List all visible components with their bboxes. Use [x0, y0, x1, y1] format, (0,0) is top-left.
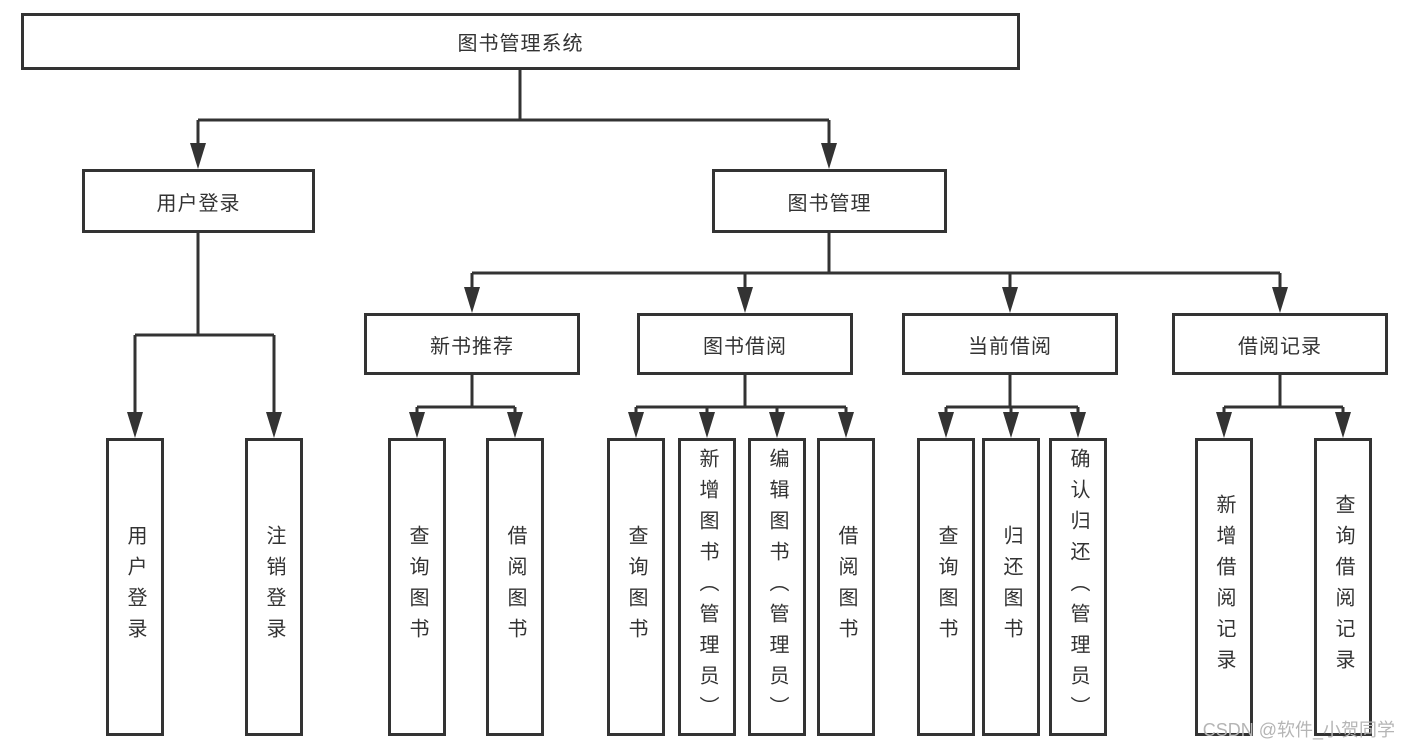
- leaf-label: 新增借阅记录: [1213, 494, 1235, 680]
- arrowhead-icon: [190, 143, 206, 169]
- node-book-borrow: 图书借阅: [637, 313, 853, 375]
- leaf-query-book-current: 查询图书: [917, 438, 975, 736]
- arrowheads: [127, 143, 1351, 438]
- leaf-borrow-book-recommend: 借阅图书: [486, 438, 544, 736]
- leaf-label: 查询图书: [406, 525, 428, 649]
- connector-new-book-children: [415, 375, 517, 416]
- leaf-label: 确认归还（管理员）: [1067, 447, 1089, 727]
- leaf-borrow-book: 借阅图书: [817, 438, 875, 736]
- leaf-label: 借阅图书: [835, 525, 857, 649]
- node-book-management: 图书管理: [712, 169, 947, 233]
- leaf-add-book-admin: 新增图书（管理员）: [678, 438, 736, 736]
- connector-book-mgmt-children: [470, 233, 1282, 290]
- leaf-add-borrow-record: 新增借阅记录: [1195, 438, 1253, 736]
- csdn-watermark: CSDN @软件_小贺同学: [1202, 720, 1395, 740]
- connector-borrow-children: [634, 375, 848, 416]
- leaf-label: 新增图书（管理员）: [696, 447, 718, 727]
- node-user-login: 用户登录: [82, 169, 315, 233]
- arrowhead-icon: [1216, 412, 1232, 438]
- leaf-user-login: 用户登录: [106, 438, 164, 736]
- leaf-query-book-borrow: 查询图书: [607, 438, 665, 736]
- leaf-logout: 注销登录: [245, 438, 303, 736]
- arrowhead-icon: [507, 412, 523, 438]
- leaf-label: 查询借阅记录: [1332, 494, 1354, 680]
- leaf-confirm-return-admin: 确认归还（管理员）: [1049, 438, 1107, 736]
- arrowhead-icon: [127, 412, 143, 438]
- arrowhead-icon: [628, 412, 644, 438]
- leaf-label: 查询图书: [625, 525, 647, 649]
- arrowhead-icon: [266, 412, 282, 438]
- connector-record-children: [1222, 375, 1345, 416]
- arrowhead-icon: [737, 287, 753, 313]
- node-system-root: 图书管理系统: [21, 13, 1020, 70]
- arrowhead-icon: [1335, 412, 1351, 438]
- arrowhead-icon: [464, 287, 480, 313]
- arrowhead-icon: [938, 412, 954, 438]
- leaf-label: 用户登录: [124, 525, 146, 649]
- leaf-label: 查询图书: [935, 525, 957, 649]
- arrowhead-icon: [769, 412, 785, 438]
- node-borrow-record: 借阅记录: [1172, 313, 1388, 375]
- arrowhead-icon: [409, 412, 425, 438]
- leaf-label: 归还图书: [1000, 525, 1022, 649]
- arrowhead-icon: [1002, 287, 1018, 313]
- leaf-query-borrow-record: 查询借阅记录: [1314, 438, 1372, 736]
- arrowhead-icon: [699, 412, 715, 438]
- node-new-book-recommend: 新书推荐: [364, 313, 580, 375]
- leaf-query-book-recommend: 查询图书: [388, 438, 446, 736]
- arrowhead-icon: [1070, 412, 1086, 438]
- leaf-label: 注销登录: [263, 525, 285, 649]
- leaf-return-book: 归还图书: [982, 438, 1040, 736]
- arrowhead-icon: [1003, 412, 1019, 438]
- leaf-label: 借阅图书: [504, 525, 526, 649]
- arrowhead-icon: [838, 412, 854, 438]
- arrowhead-icon: [821, 143, 837, 169]
- connector-root-to-level2: [196, 70, 831, 146]
- connector-current-borrow-children: [944, 375, 1080, 416]
- connector-user-login-children: [133, 233, 276, 416]
- leaf-label: 编辑图书（管理员）: [766, 447, 788, 727]
- leaf-edit-book-admin: 编辑图书（管理员）: [748, 438, 806, 736]
- node-current-borrow: 当前借阅: [902, 313, 1118, 375]
- arrowhead-icon: [1272, 287, 1288, 313]
